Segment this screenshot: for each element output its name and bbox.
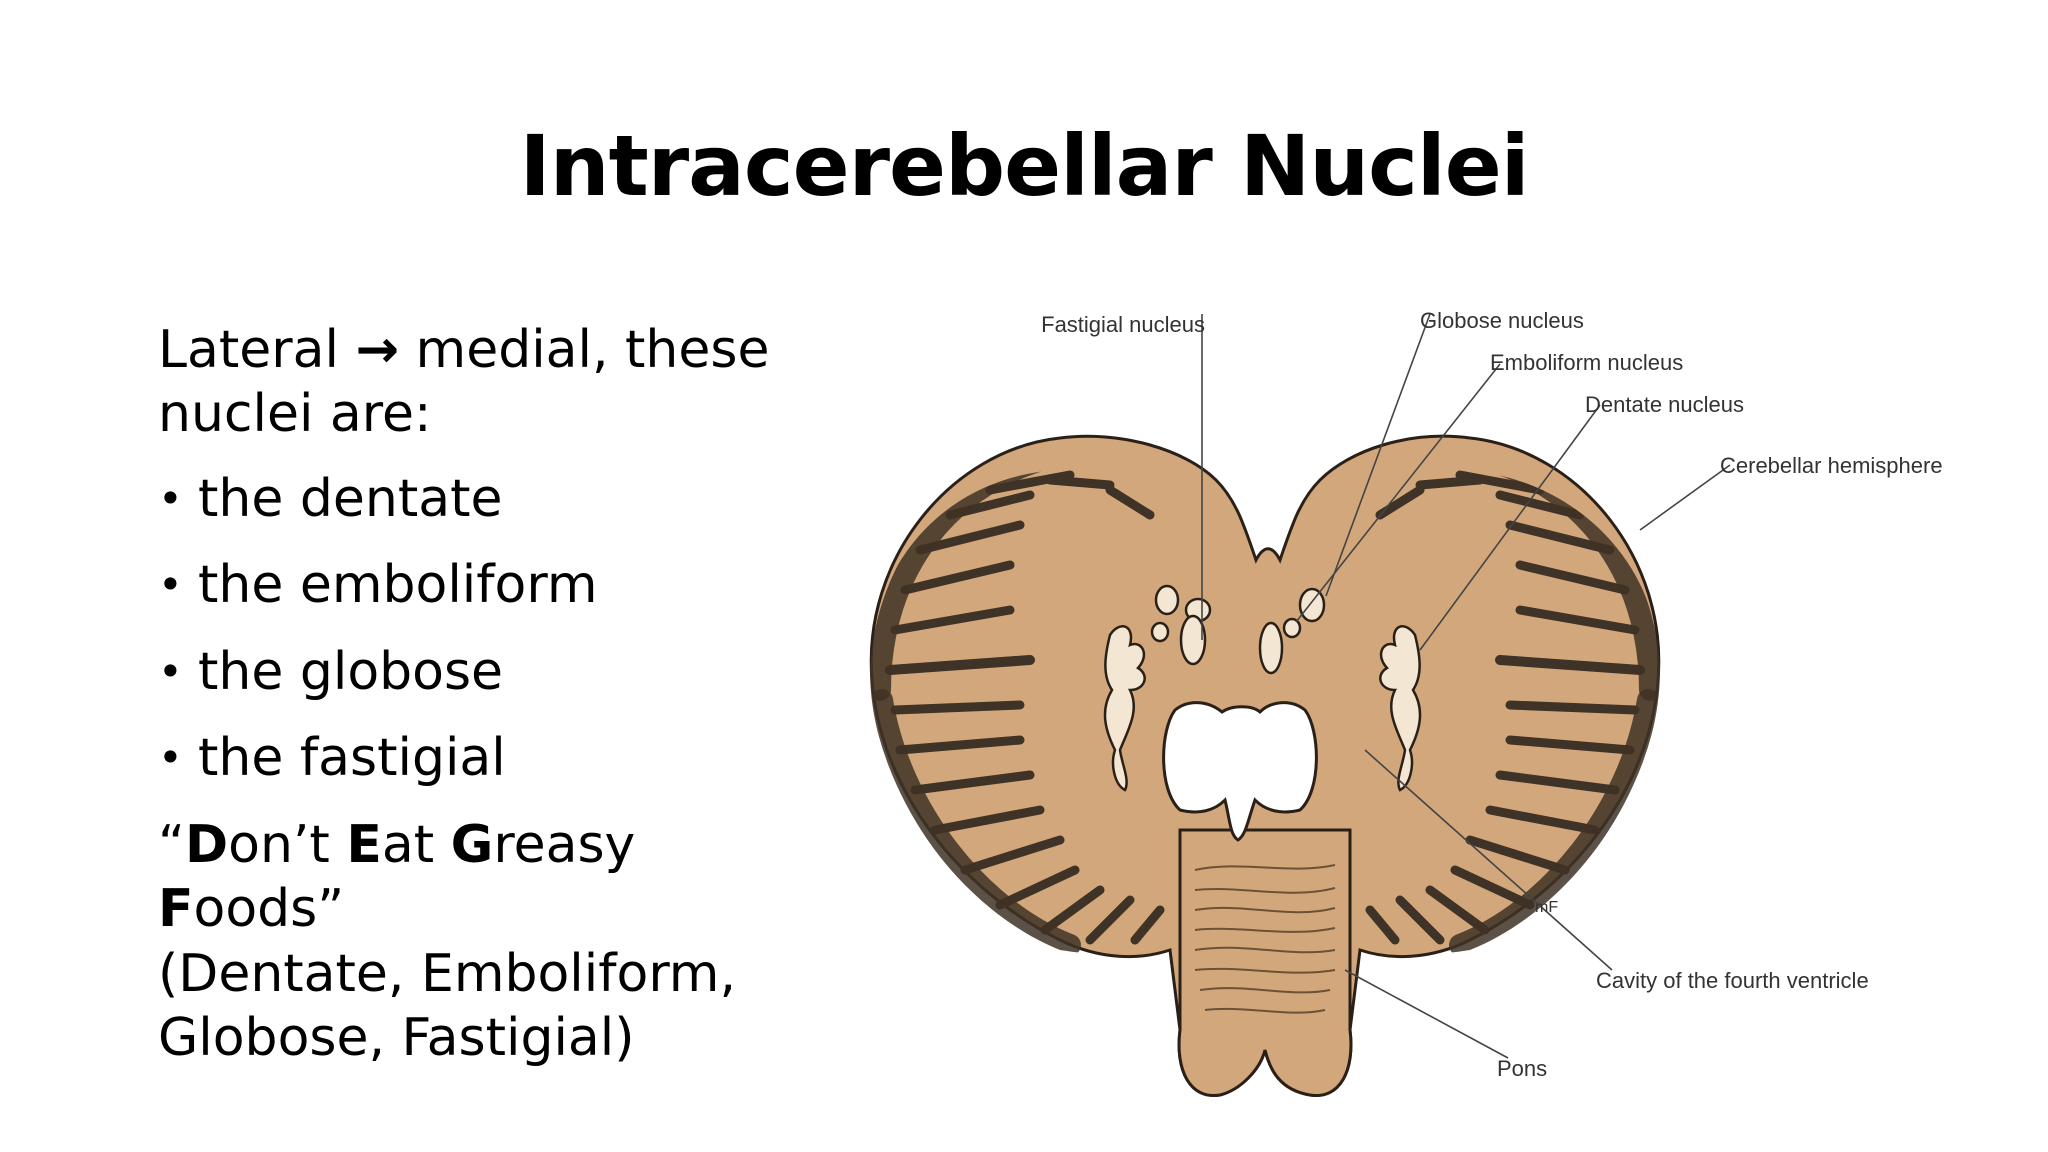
nuclei-list: • the dentate • the emboliform • the globos… — [158, 467, 798, 791]
leader-dentate — [1419, 404, 1601, 651]
dentate-nucleus-right — [1379, 625, 1422, 792]
intro-medial: medial, these nuclei are: — [158, 320, 770, 445]
leader-pons — [1344, 969, 1509, 1059]
mnemonic-word-d: on’t — [228, 814, 347, 875]
fastigial-nucleus-right — [1258, 621, 1284, 675]
mnemonic-letter-g: G — [450, 814, 494, 875]
mnemonic-word-e: at — [381, 814, 451, 875]
list-item: • the emboliform — [158, 553, 798, 617]
list-item-text: the emboliform — [198, 555, 598, 616]
mnemonic: “Don’t Eat Greasy Foods” — [158, 813, 798, 942]
mnemonic-expansion: (Dentate, Emboliform, Globose, Fastigial… — [158, 943, 736, 1069]
mnemonic-letter-f: F — [158, 879, 194, 940]
leader-cavity — [1364, 749, 1613, 971]
list-item-text: the globose — [198, 641, 504, 702]
label-fastigial-nucleus: Fastigial nucleus — [1041, 312, 1205, 337]
list-item: • the globose — [158, 640, 798, 704]
close-quote: ” — [317, 879, 345, 940]
label-dentate-nucleus: Dentate nucleus — [1585, 392, 1744, 417]
bullet-icon: • — [158, 646, 183, 696]
label-emboliform-nucleus: Emboliform nucleus — [1490, 350, 1683, 375]
label-mf: mF — [1535, 899, 1558, 916]
intro-line: Lateral → medial, these nuclei are: — [158, 318, 798, 447]
label-cerebellar-hemisphere: Cerebellar hemisphere — [1720, 453, 1943, 478]
leader-emboliform — [1295, 363, 1501, 623]
bullet-icon: • — [158, 560, 183, 610]
fourth-ventricle-cavity — [1162, 701, 1318, 842]
mnemonic-word-f: oods — [193, 879, 318, 940]
globose-nucleus-right — [1298, 587, 1326, 623]
intro-lateral: Lateral — [158, 320, 339, 380]
leader-hemisphere — [1639, 464, 1731, 531]
list-item-text: the dentate — [198, 468, 503, 529]
emboliform-nucleus-right — [1282, 617, 1302, 639]
bullet-icon: • — [158, 473, 183, 523]
list-item: • the fastigial — [158, 726, 798, 790]
bullet-icon: • — [158, 733, 183, 783]
label-pons: Pons — [1497, 1056, 1547, 1081]
small-nucleus-left — [1150, 621, 1170, 643]
leader-globose — [1325, 313, 1431, 597]
cerebellum-cross-section-illustration: Fastigial nucleus Globose nucleus Emboli… — [869, 310, 1943, 1098]
label-cavity-fourth-ventricle: Cavity of the fourth ventricle — [1596, 968, 1869, 993]
left-folia — [870, 470, 1189, 954]
globose-nucleus-left — [1154, 584, 1180, 616]
mnemonic-letter-d: D — [184, 814, 229, 875]
dentate-nucleus-left — [1103, 625, 1146, 792]
fastigial-nucleus-left — [1179, 614, 1207, 666]
label-globose-nucleus: Globose nucleus — [1420, 310, 1584, 333]
pons-fibers — [1194, 864, 1336, 1014]
arrow-right-icon: → — [355, 320, 400, 380]
list-item: • the dentate — [158, 467, 798, 531]
mnemonic-word-g: reasy — [493, 814, 636, 875]
nuclei-group — [1103, 584, 1422, 792]
cerebellum-diagram: Fastigial nucleus Globose nucleus Emboli… — [860, 310, 2010, 1100]
mnemonic-letter-e: E — [346, 814, 382, 875]
slide-title: Intracerebellar Nuclei — [519, 117, 1530, 215]
body-text: Lateral → medial, these nuclei are: • the… — [158, 318, 798, 1071]
label-leader-lines — [1201, 313, 1731, 1059]
open-quote: “ — [158, 814, 185, 875]
pons-region — [1177, 828, 1353, 1098]
list-item-text: the fastigial — [198, 728, 506, 789]
